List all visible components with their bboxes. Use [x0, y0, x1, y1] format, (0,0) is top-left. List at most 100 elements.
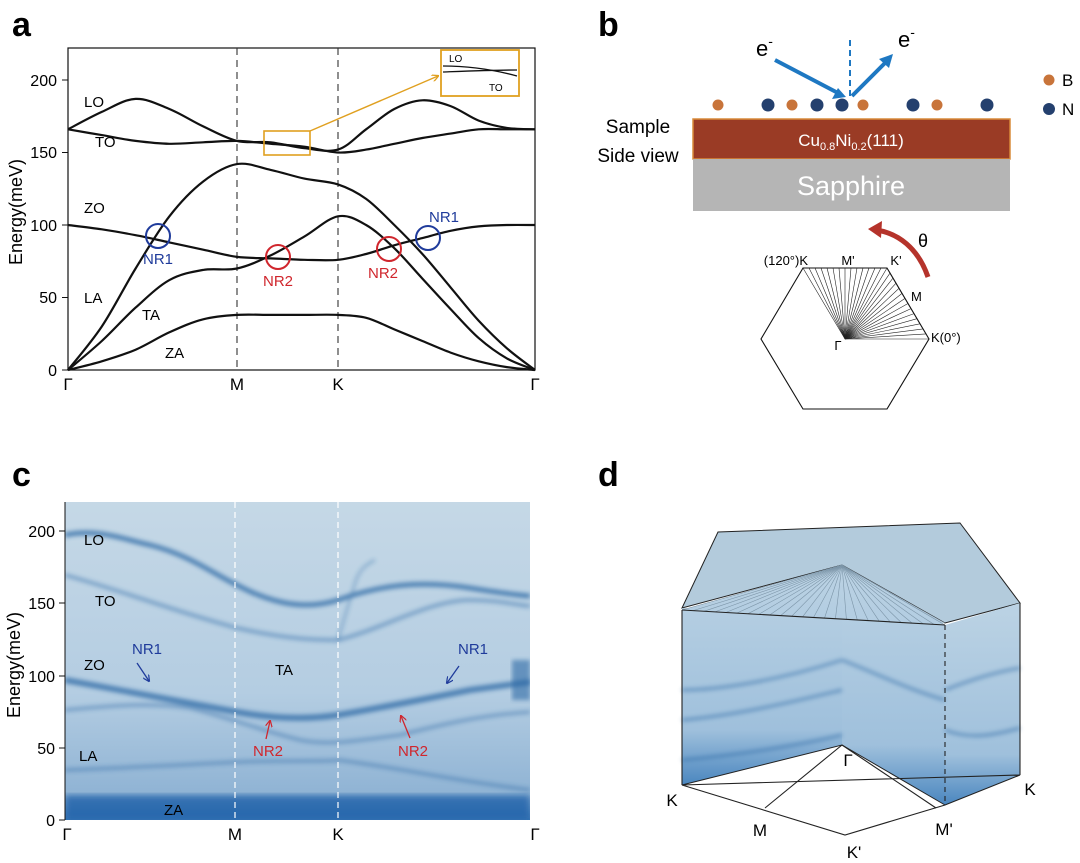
b-m: M — [911, 289, 922, 304]
a-ytick-50: 50 — [39, 290, 57, 307]
c-label-ta: TA — [275, 662, 293, 679]
b-scan-ray — [844, 282, 897, 340]
a-zoom-arrow — [309, 76, 438, 132]
c-xtick-gamma-2: Γ — [530, 825, 539, 844]
d-k-bottom: K' — [847, 843, 862, 862]
c-nr2-right-label: NR2 — [398, 743, 428, 760]
a-inset-to: TO — [489, 83, 503, 94]
a-inset-lo: LO — [449, 54, 463, 65]
d-scan-ray — [841, 564, 880, 622]
d-left-wall — [682, 565, 842, 785]
d-mprime: M' — [935, 820, 952, 839]
b-k120: (120°)K — [764, 253, 809, 268]
d-scan-ray — [841, 564, 935, 625]
a-curve-la — [67, 162, 536, 371]
d-scan-ray — [681, 564, 843, 611]
a-ytick-0: 0 — [48, 363, 57, 380]
b-scan-ray — [844, 267, 888, 340]
c-ytick-200: 200 — [28, 524, 55, 541]
a-curve-zo — [67, 223, 536, 262]
panel-c-yaxis: 0 50 100 150 200 — [28, 502, 66, 830]
b-scan-ray — [844, 267, 864, 340]
a-nr2-left-label: NR2 — [263, 273, 293, 290]
a-nr2-left-marker — [265, 244, 291, 270]
d-gamma-edges — [681, 744, 946, 806]
b-scan-ray — [844, 267, 870, 340]
d-scan-ray — [841, 564, 847, 620]
c-label-la: LA — [79, 748, 97, 765]
b-atom-row — [712, 98, 994, 112]
d-scan-ray — [841, 564, 924, 625]
b-scan-ray — [844, 267, 858, 340]
c-heatmap — [65, 502, 530, 820]
b-scan-ray — [844, 298, 906, 340]
b-scan-ray — [844, 267, 852, 340]
d-scan-ray — [802, 564, 843, 618]
d-scan-ray — [841, 564, 891, 623]
c-label-to: TO — [95, 593, 116, 610]
d-scan-ray — [747, 564, 843, 615]
d-k-right: K — [1024, 780, 1036, 799]
b-scan-ray — [844, 318, 918, 340]
a-inset: LO TO — [440, 49, 520, 97]
b-scan-ray — [844, 288, 900, 340]
b-scan-rays — [802, 267, 929, 340]
d-scan-ray — [841, 564, 913, 624]
b-scan-ray — [844, 308, 912, 340]
c-nr2-right-arrow — [401, 716, 411, 739]
d-scan-ray — [841, 564, 946, 626]
panel-c-letter: c — [12, 456, 31, 494]
b-scan-ray — [844, 303, 909, 340]
panel-a: a 0 50 100 150 200 Energy(meV) Γ M K Γ L… — [6, 6, 540, 394]
panel-b: b e- e- B N Cu0.8Ni0.2(11 — [597, 6, 1074, 410]
c-label-zo: ZO — [84, 657, 105, 674]
b-sample-label: Sample — [606, 117, 670, 138]
c-ytick-0: 0 — [46, 813, 55, 830]
c-label-lo: LO — [84, 532, 104, 549]
b-scattered-beam — [850, 60, 888, 98]
c-nr1-right-arrow — [447, 665, 460, 683]
b-sideview-label: Side view — [597, 146, 679, 167]
a-xtick-k: K — [332, 375, 344, 394]
b-legend-b-dot — [1043, 74, 1055, 86]
panel-d-letter: d — [598, 456, 619, 494]
c-xtick-m: M — [228, 825, 242, 844]
b-theta-arrow — [875, 227, 931, 278]
b-cuni-label: Cu0.8Ni0.2(111) — [798, 131, 904, 153]
c-branch-labels: LO TO ZO LA ZA TA — [79, 532, 293, 819]
b-scan-ray — [826, 267, 846, 340]
b-scan-ray — [844, 267, 882, 340]
panel-a-letter: a — [12, 6, 32, 44]
d-scan-ray — [780, 564, 843, 616]
panel-a-yaxis: 0 50 100 150 200 — [30, 73, 68, 380]
d-gamma-m-line — [764, 744, 843, 809]
a-zoom-box — [263, 130, 311, 156]
d-scan-ray — [714, 564, 843, 613]
c-xtick-k: K — [332, 825, 344, 844]
panel-b-letter: b — [598, 6, 619, 44]
d-scan-ray — [835, 564, 843, 619]
c-ytick-100: 100 — [28, 669, 55, 686]
a-ytick-150: 150 — [30, 145, 57, 162]
d-scan-ray — [791, 564, 843, 617]
a-nr1-right-marker — [415, 225, 441, 251]
b-k0: K(0°) — [931, 330, 961, 345]
panel-a-frame — [67, 47, 536, 371]
d-scan-ray — [758, 564, 843, 615]
d-scan-ray — [703, 564, 843, 612]
a-label-la: LA — [84, 290, 102, 307]
b-scan-ray — [832, 267, 846, 340]
b-electron-in: e- — [756, 33, 773, 61]
d-scan-ray — [725, 564, 843, 613]
c-nr1-left-arrow — [136, 662, 149, 681]
panel-c-xaxis: Γ M K Γ — [62, 825, 539, 844]
b-scan-ray — [844, 293, 903, 340]
a-curve-ta — [67, 214, 536, 372]
d-scan-ray — [841, 564, 902, 623]
d-scan-ray — [824, 564, 843, 619]
d-scan-ray — [692, 564, 843, 611]
panel-d: d Γ K — [598, 456, 1036, 862]
d-gamma-mprime-line — [841, 744, 937, 809]
panel-a-xaxis: Γ M K Γ — [63, 375, 539, 394]
